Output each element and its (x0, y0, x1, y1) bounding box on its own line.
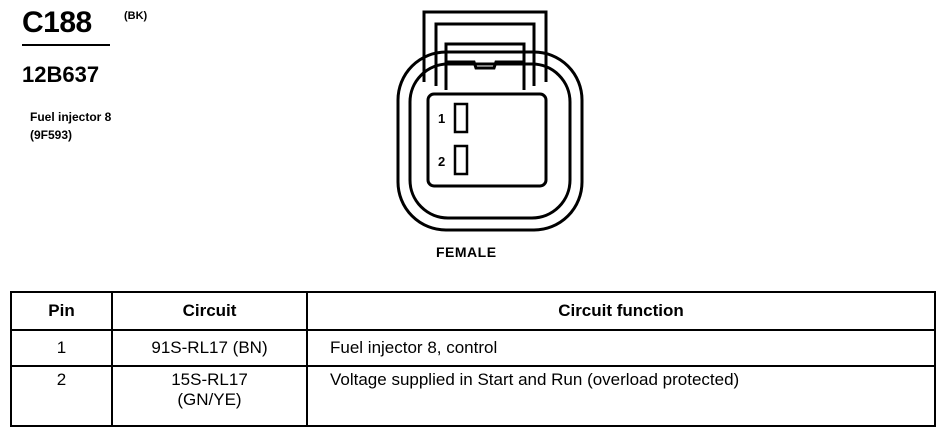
color-code: (BK) (124, 10, 148, 22)
function-cell: Fuel injector 8, control (306, 329, 936, 367)
function-cell: Voltage supplied in Start and Run (overl… (306, 365, 936, 427)
pin-label-1: 1 (438, 111, 445, 126)
pin-cell: 2 (10, 365, 113, 427)
terminal-body (426, 92, 548, 188)
connector-id: C188 (22, 6, 92, 39)
table-row: 2 15S-RL17(GN/YE) Voltage supplied in St… (10, 365, 936, 427)
connector-housing-outer (396, 50, 584, 232)
title-underline (22, 44, 110, 46)
component-code: (9F593) (30, 128, 73, 142)
connector-latch-tab (444, 42, 526, 90)
connector-face-diagram: 1 2 (396, 10, 584, 232)
pin-cell: 1 (10, 329, 113, 367)
circuit-cell: 91S-RL17 (BN) (111, 329, 308, 367)
gender-label: FEMALE (436, 244, 497, 260)
header-pin: Pin (10, 291, 113, 331)
table-row: 1 91S-RL17 (BN) Fuel injector 8, control (10, 329, 936, 367)
connector-housing-inner (408, 62, 572, 220)
circuit-wire-color: (GN/YE) (177, 390, 242, 409)
pin-cavity-2 (453, 144, 469, 176)
pinout-table: Pin Circuit Circuit function 1 91S-RL17 … (10, 291, 936, 427)
connector-latch-inner (434, 22, 536, 86)
header-circuit-function: Circuit function (306, 291, 936, 331)
pin-cavity-1 (453, 102, 469, 134)
circuit-code: 15S-RL17 (171, 370, 248, 389)
part-number: 12B637 (22, 62, 100, 87)
circuit-cell: 15S-RL17(GN/YE) (111, 365, 308, 427)
circuit-code: 91S-RL17 (BN) (151, 338, 268, 357)
component-description: Fuel injector 8 (30, 110, 112, 124)
connector-latch-outer (422, 10, 548, 82)
table-header-row: Pin Circuit Circuit function (10, 291, 936, 331)
pin-label-2: 2 (438, 154, 445, 169)
header-circuit: Circuit (111, 291, 308, 331)
